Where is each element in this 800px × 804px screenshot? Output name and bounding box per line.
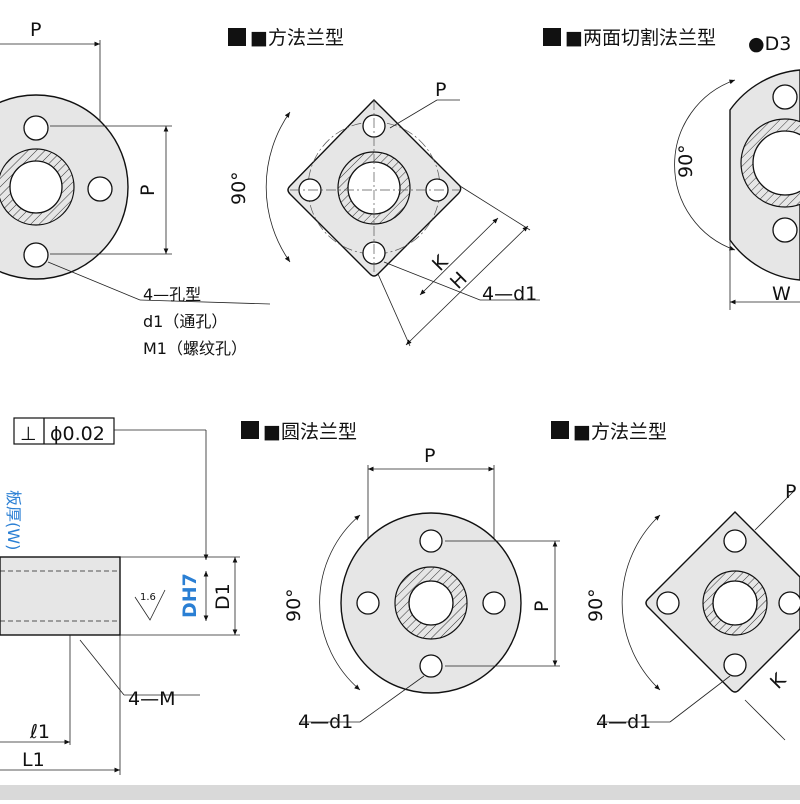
tolerance-frame (13, 417, 115, 445)
shaft-body (0, 556, 121, 636)
bore (347, 161, 401, 215)
title-round-flange: ■圆法兰型 (263, 421, 357, 443)
dim-p-label: P (30, 19, 41, 41)
hole-note-3: M1（螺纹孔） (143, 339, 247, 358)
title-square-icon (241, 421, 259, 439)
dim-k-label: K (766, 669, 791, 694)
dim-d3-label: ●D3 (748, 33, 791, 55)
bolt-hole (656, 591, 680, 615)
angle-label: 90° (228, 171, 250, 205)
title-square-flange: ■方法兰型 (250, 27, 344, 49)
dim-p-vertical: P (531, 601, 553, 612)
bore (752, 130, 800, 196)
bolt-hole (723, 529, 747, 553)
bolt-hole (482, 591, 506, 615)
bolt-hole (419, 529, 443, 553)
round-flange-top-view: P P 4—孔型 d1（通孔） M1（螺纹孔） (0, 19, 271, 358)
bottom-strip (0, 785, 800, 800)
dim-p-label: P (785, 481, 796, 503)
thread-label: 4—M (128, 688, 175, 710)
dim-dh7-label: DH7 (179, 573, 201, 618)
perpendicularity-value: ϕ0.02 (50, 423, 105, 445)
hole-note-1: 4—孔型 (143, 285, 201, 304)
bore (712, 580, 758, 626)
hole-note-2: d1（通孔） (143, 312, 227, 331)
bolt-hole (356, 591, 380, 615)
bolt-hole (419, 654, 443, 678)
holes-label: 4—d1 (298, 711, 353, 733)
title-square-icon (228, 28, 246, 46)
bolt-hole (723, 653, 747, 677)
angle-label: 90° (675, 144, 697, 178)
holes-label: 4—d1 (482, 283, 537, 305)
title-square-icon (551, 421, 569, 439)
dim-w-label: W (772, 283, 791, 305)
bolt-hole (778, 591, 800, 615)
title-square-flange: ■方法兰型 (573, 421, 667, 443)
two-side-cut-flange: ■两面切割法兰型 ●D3 90° W (543, 27, 800, 310)
bolt-hole (772, 217, 798, 243)
title-two-side-cut: ■两面切割法兰型 (565, 27, 716, 49)
bore (9, 160, 63, 214)
dim-h-label: H (446, 268, 472, 294)
dim-L1-label: L1 (22, 749, 45, 771)
angle-label: 90° (283, 588, 305, 622)
bolt-hole (23, 115, 49, 141)
roughness-label: 1.6 (140, 592, 156, 603)
angle-label: 90° (585, 588, 607, 622)
dim-k-label: K (428, 251, 453, 276)
dim-p-horizontal: P (424, 445, 435, 467)
dim-d1-label: D1 (212, 583, 234, 610)
bolt-hole (87, 176, 113, 202)
bolt-hole (23, 242, 49, 268)
title-square-icon (543, 28, 561, 46)
dim-p-label: P (435, 79, 446, 101)
dim-p-vertical: P (137, 185, 159, 196)
dim-l1-small-label: ℓ1 (29, 721, 50, 743)
holes-label: 4—d1 (596, 711, 651, 733)
square-flange-bottom: ■方法兰型 90° P K 4—d1 (551, 421, 800, 741)
side-view: ⊥ ϕ0.02 板厚(W) 1.6 DH7 D1 4—M ℓ1 L1 (0, 417, 240, 775)
round-flange: ■圆法兰型 P 90° P 4—d1 (241, 421, 560, 733)
side-note: 板厚(W) (4, 490, 23, 550)
square-flange-top: ■方法兰型 90° P K H 4—d1 (228, 27, 540, 347)
bolt-hole (772, 84, 798, 110)
bore (408, 580, 454, 626)
perpendicularity-symbol: ⊥ (20, 423, 37, 445)
